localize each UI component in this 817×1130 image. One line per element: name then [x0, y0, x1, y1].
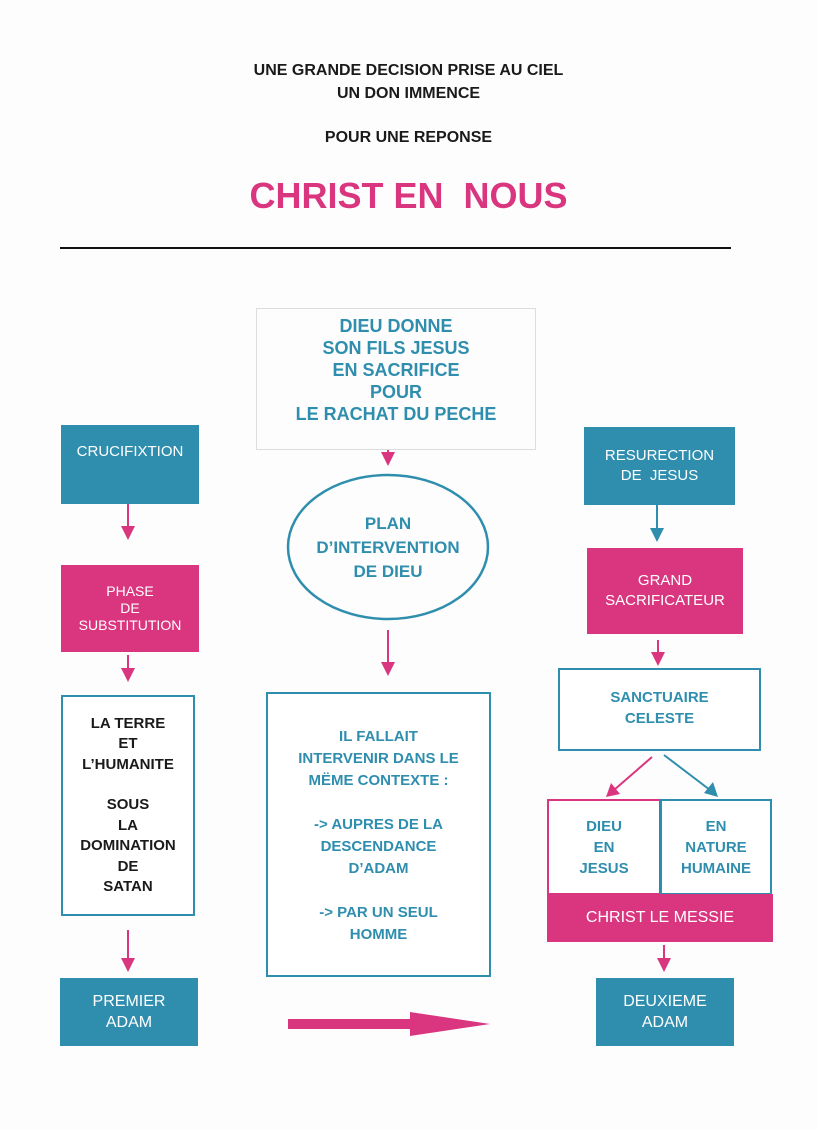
text-line: -> AUPRES DE LA: [313, 816, 444, 833]
text-line: EN: [705, 817, 727, 835]
text-line: INTERVENIR DANS LE: [298, 750, 459, 767]
header-line-2: UN DON IMMENCE: [336, 85, 481, 102]
box-en-nature-humaine: EN NATURE HUMAINE: [660, 799, 772, 895]
text-line: DOMINATION: [80, 837, 176, 854]
text-line: PHASE: [106, 583, 154, 599]
text-line: SACRIFICATEUR: [605, 592, 725, 609]
text-line: DE DIEU: [353, 561, 423, 581]
text-line: GRAND: [637, 572, 693, 589]
text-line: JESUS: [579, 859, 629, 877]
text-line: NATURE: [685, 838, 747, 856]
text-line: EN: [593, 838, 615, 856]
text-line: DEUXIEME: [623, 993, 707, 1010]
text-line: SANCTUAIRE: [610, 689, 709, 706]
ellipse-plan: [286, 473, 490, 621]
arrow-sanctuaire-to-dieu: [613, 756, 653, 791]
box-la-terre: LA TERRE ET L’HUMANITE SOUS LA DOMINATION DE S…: [61, 695, 195, 916]
text-line: DE: [120, 600, 140, 616]
arrow-sanctuaire-to-nature: [663, 754, 711, 791]
text-line: SOUS: [106, 796, 150, 813]
text-line: ADAM: [105, 1014, 153, 1031]
text-line: DIEU DONNE: [339, 316, 453, 336]
header-line-3: POUR UNE REPONSE: [324, 129, 493, 146]
box-premier-adam: PREMIER ADAM: [60, 978, 198, 1046]
text-line: DE JESUS: [620, 467, 699, 484]
header-line-1: UNE GRANDE DECISION PRISE AU CIEL: [253, 62, 564, 79]
page-title: CHRIST EN NOUS: [249, 175, 568, 216]
text-line: ET: [118, 735, 138, 752]
text-line: EN SACRIFICE: [332, 360, 460, 380]
arrow-big-bottom: [288, 1012, 490, 1036]
text-line: CHRIST LE MESSIE: [585, 909, 735, 926]
box-sanctuaire-celeste: SANCTUAIRE CELESTE: [558, 668, 761, 751]
text-line: -> PAR UN SEUL: [319, 904, 438, 921]
box-crucifixion: CRUCIFIXTION: [61, 425, 199, 504]
box-deuxieme-adam: DEUXIEME ADAM: [596, 978, 734, 1046]
text-line: D’ADAM: [348, 860, 409, 877]
text-line: HOMME: [349, 926, 408, 943]
text-line: DIEU: [586, 817, 622, 835]
text-line: LE RACHAT DU PECHE: [295, 404, 497, 424]
text-line: PREMIER: [92, 993, 166, 1010]
text-line: IL FALLAIT: [339, 728, 418, 745]
text-line: LA: [118, 816, 138, 834]
text-line: SON FILS JESUS: [322, 338, 470, 358]
text-line: D’INTERVENTION: [316, 537, 460, 557]
box-grand-sacrificateur: GRAND SACRIFICATEUR: [587, 548, 743, 634]
main-box-il-fallait: IL FALLAIT INTERVENIR DANS LE MËME CONTE…: [266, 692, 491, 977]
text-line: DESCENDANCE: [320, 838, 437, 855]
box-dieu-en-jesus: DIEU EN JESUS: [547, 799, 661, 895]
text-line: MËME CONTEXTE :: [308, 772, 449, 789]
text-line: HUMAINE: [681, 859, 751, 877]
box-christ-le-messie: CHRIST LE MESSIE: [547, 894, 773, 942]
text-line: SATAN: [103, 878, 153, 895]
text-line: POUR: [369, 382, 422, 402]
text-line: ADAM: [641, 1014, 689, 1031]
text-line: CRUCIFIXTION: [76, 443, 184, 460]
text-line: L’HUMANITE: [82, 755, 174, 773]
text-line: SUBSTITUTION: [78, 617, 182, 633]
ellipse-plan-text: PLAN D’INTERVENTION DE DIEU: [288, 475, 488, 620]
divider: [60, 247, 731, 249]
text-line: LA TERRE: [90, 714, 166, 732]
text-line: PLAN: [364, 513, 412, 533]
text-line: DE: [117, 857, 139, 875]
top-box-dieu-donne: DIEU DONNE SON FILS JESUS EN SACRIFICE P…: [256, 308, 536, 450]
text-line: RESURECTION: [604, 447, 715, 464]
text-line: CELESTE: [624, 710, 695, 727]
box-resurrection: RESURECTION DE JESUS: [584, 427, 735, 505]
